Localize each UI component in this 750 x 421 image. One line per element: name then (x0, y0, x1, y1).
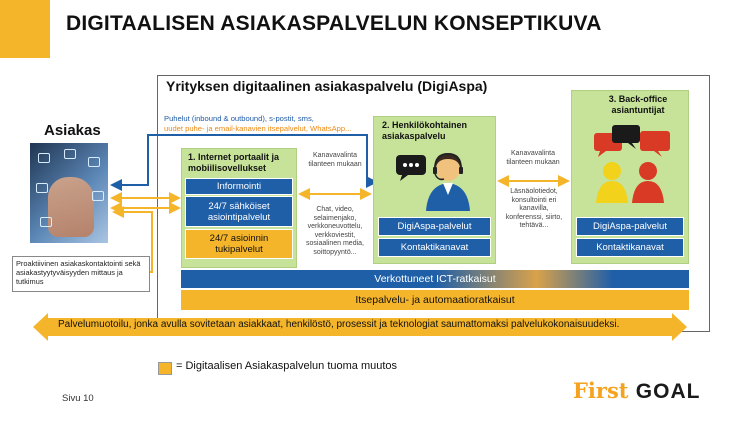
box1-title: 1. Internet portaalit ja mobiilisovelluk… (188, 152, 280, 173)
phone-channel-arrow (110, 134, 162, 191)
box2-title: 2. Henkilökohtainen asiakaspalvelu (382, 120, 468, 141)
experts-chat-icon (594, 125, 670, 203)
legend-swatch (158, 362, 172, 375)
customer-touchscreen-image (30, 143, 108, 243)
routing-label-left: Kanavavalinta tilanteen mukaan (308, 152, 362, 168)
logo-first: First (573, 378, 629, 403)
channels-line-1: Puhelut (inbound & outbound), s-postit, … (164, 114, 314, 123)
frame-title: Yrityksen digitaalinen asiakaspalvelu (D… (166, 78, 488, 94)
hand-shape (48, 177, 94, 237)
channels-description: Puhelut (inbound & outbound), s-postit, … (164, 114, 351, 134)
legend-text: = Digitaalisen Asiakaspalvelun tuoma muu… (176, 360, 398, 372)
page-number: Sivu 10 (62, 393, 94, 404)
box-back-office: 3. Back-office asiantuntijat DigiAspa-pa… (571, 90, 689, 264)
channels-mid-label: Chat, video, selaimenjako, verkkoneuvott… (306, 206, 364, 256)
box3-title: 3. Back-office asiantuntijat (608, 94, 668, 115)
box3-contact-item: Kontaktikanavat (576, 238, 684, 257)
firstgoal-logo: First GOAL (573, 378, 700, 404)
service-design-arrow (33, 313, 687, 341)
app-icon (92, 191, 104, 201)
informointi-item: Informointi (185, 178, 293, 195)
customer-label: Asiakas (44, 122, 101, 139)
support-services-item: 24/7 asioinnin tukipalvelut (185, 229, 293, 259)
agent-headset-icon (396, 152, 470, 211)
ict-solutions-layer: Verkottuneet ICT-ratkaisut (181, 270, 689, 288)
logo-goal: GOAL (635, 380, 701, 403)
electronic-services-item: 24/7 sähköiset asiointipalvelut (185, 196, 293, 227)
self-service-layer: Itsepalvelu- ja automaatioratkaisut (181, 290, 689, 310)
box2-digiaspa-item: DigiAspa-palvelut (378, 217, 491, 236)
box2-contact-item: Kontaktikanavat (378, 238, 491, 257)
channels-right-label: Läsnäolotiedot, konsultointi eri kanavil… (505, 188, 563, 230)
app-icon (38, 153, 50, 163)
routing-label-right: Kanavavalinta tilanteen mukaan (506, 150, 560, 166)
title-accent-bar (0, 0, 50, 58)
app-icon (40, 217, 52, 227)
channels-line-2: uudet puhe- ja email-kanavien itsepalvel… (164, 124, 352, 133)
app-icon (36, 183, 48, 193)
page-title: DIGITAALISEN ASIAKASPALVELUN KONSEPTIKUV… (66, 12, 602, 35)
proactive-arrow (112, 206, 153, 273)
box-personal-service: 2. Henkilökohtainen asiakaspalvelu DigiA… (373, 116, 496, 264)
app-icon (64, 149, 76, 159)
service-design-banner: Palvelumuotoilu, jonka avulla sovitetaan… (58, 319, 620, 330)
box3-digiaspa-item: DigiAspa-palvelut (576, 217, 684, 236)
box-internet-portals: 1. Internet portaalit ja mobiilisovelluk… (181, 148, 297, 268)
app-icon (88, 157, 100, 167)
proactive-contact-note: Proaktiivinen asiakaskontaktointi sekä a… (12, 256, 150, 292)
channel-to-box2-arrow (162, 134, 378, 188)
